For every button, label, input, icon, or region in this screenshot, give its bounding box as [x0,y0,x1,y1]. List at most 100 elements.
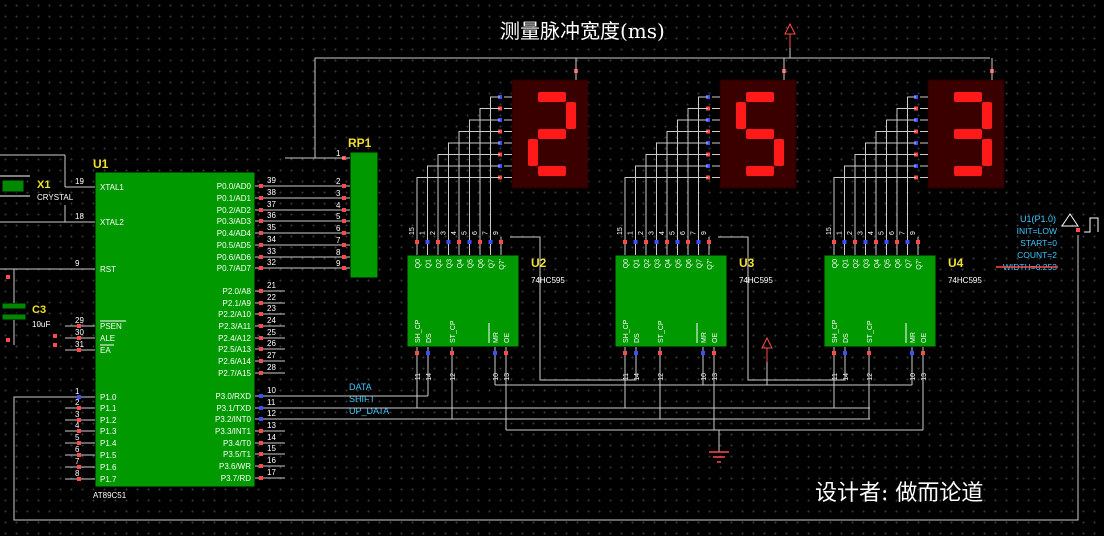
segment-d [954,166,982,176]
u1-pin-number: 16 [267,456,276,465]
u1-name: U1 [93,157,109,171]
shift-register-u4[interactable] [823,254,937,348]
sr-to-display [666,131,708,237]
sr-pin-number: 3 [649,231,656,235]
pin-state-marker [675,240,680,244]
pin-state-marker [342,208,346,212]
pin-state-marker [77,465,81,469]
capacitor-c3[interactable] [1,302,27,310]
sr-pin-label: Q3 [655,259,662,268]
sr-pin-label: Q3 [447,259,454,268]
sr-pin-number: 9 [493,231,500,235]
pin-state-marker [259,289,263,293]
shift-register-u3[interactable] [614,254,728,348]
segment-f [528,102,538,129]
sr-to-display [635,165,708,237]
sr-pin-number: 12 [867,373,874,381]
u1-pin-number: 8 [75,469,80,478]
u1-pin-number: 2 [75,398,80,407]
pin-state-marker [832,351,836,355]
pin-state-marker [259,371,263,375]
sr-to-display [490,96,500,237]
u1-pin-label: P1.3 [100,427,117,436]
u1-pin-number: 27 [267,351,276,360]
sr-pin-label: OE [712,333,719,343]
pin-state-marker [446,240,451,244]
sr-pin-label: MR [493,332,500,343]
u1-pin-number: 12 [267,409,276,418]
u1-pin-label: P3.3/INT1 [215,427,252,436]
sr-pin-number: 15 [617,227,624,235]
rp1-name: RP1 [348,136,372,150]
sr-pin-number: 10 [493,373,500,381]
u1-pin-label: P3.5/T1 [223,450,252,459]
sr-pin-label: Q1 [634,259,641,268]
pin-state-marker [259,476,263,480]
u1-pin-number: 6 [75,445,80,454]
u1-pin-number: 9 [75,259,80,268]
sr-pin-label: Q5 [468,259,475,268]
pin-state-marker [478,240,482,244]
u1-pin-label: P3.0/RXD [215,392,251,401]
sr-pin-number: 4 [451,231,458,235]
sr-pin-number: 1 [420,231,427,235]
pin-state-marker [686,240,690,244]
designer-caption: 设计者: 做而论道 [815,481,983,506]
rp1-pin-number: 4 [336,201,341,210]
sr-pin-label: DS [634,333,641,343]
pin-state-marker [842,240,847,244]
u1-pin-label: P3.2/INT0 [215,415,252,424]
sr-pin-number: 13 [712,373,719,381]
sr-pin-number: 5 [879,231,886,235]
sr-pin-label: Q7' [499,259,506,270]
sr-pin-number: 15 [826,227,833,235]
pin-state-marker [832,240,836,244]
sr-pin-number: 10 [910,373,917,381]
sr-pin-number: 14 [843,373,850,381]
pin-state-marker [905,240,910,244]
u1-pin-label: P1.2 [100,416,117,425]
u1-pin-label: P2.4/A12 [218,334,251,343]
u1-pin-number: 23 [267,304,276,313]
pin-state-marker [874,240,878,244]
u1-pin-number: 22 [267,293,276,302]
sr-to-display [854,154,916,237]
cascade-wire [718,236,846,381]
u1-pin-label: P0.3/AD3 [217,217,252,226]
pin-state-marker [77,429,81,433]
pin-state-marker [259,464,263,468]
sr-pin-number: 11 [415,373,422,380]
pin-state-marker [259,324,263,328]
pin-state-marker [696,240,701,244]
shift-register-u2[interactable] [406,254,520,348]
u1-pin-number: 32 [267,258,276,267]
segment-a [538,92,566,102]
capacitor-name: C3 [32,304,46,316]
u1-pin-number: 14 [267,433,276,442]
sr-pin-number: 2 [430,231,437,235]
diagram-title: 测量脉冲宽度(ms) [500,19,665,43]
u1-pin-label: P1.5 [100,451,117,460]
shift-register-name: U2 [531,256,547,270]
pin-state-marker [499,240,503,244]
u1-pin-label: P2.7/A15 [218,369,251,378]
sr-pin-number: 15 [409,227,416,235]
pin-state-marker [654,240,659,244]
sr-to-display [907,96,916,237]
pin-state-marker [701,351,705,355]
pin-state-marker [712,351,716,355]
crystal-x1[interactable] [1,179,25,193]
sr-pin-number: 5 [462,231,469,235]
pin-state-marker [77,324,81,328]
sr-pin-label: Q2 [853,259,860,268]
u1-pin-number: 34 [267,235,276,244]
sr-pin-number: 5 [670,231,677,235]
rp1-resistor-pack[interactable] [349,151,379,279]
rp1-pin-number: 5 [336,212,341,221]
sr-pin-label: ST_CP [450,320,457,343]
generator-name: U1(P1.0) [1020,214,1056,224]
u1-microcontroller[interactable] [94,171,256,488]
pin-state-marker [259,417,263,421]
sr-pin-label: MR [701,332,708,343]
